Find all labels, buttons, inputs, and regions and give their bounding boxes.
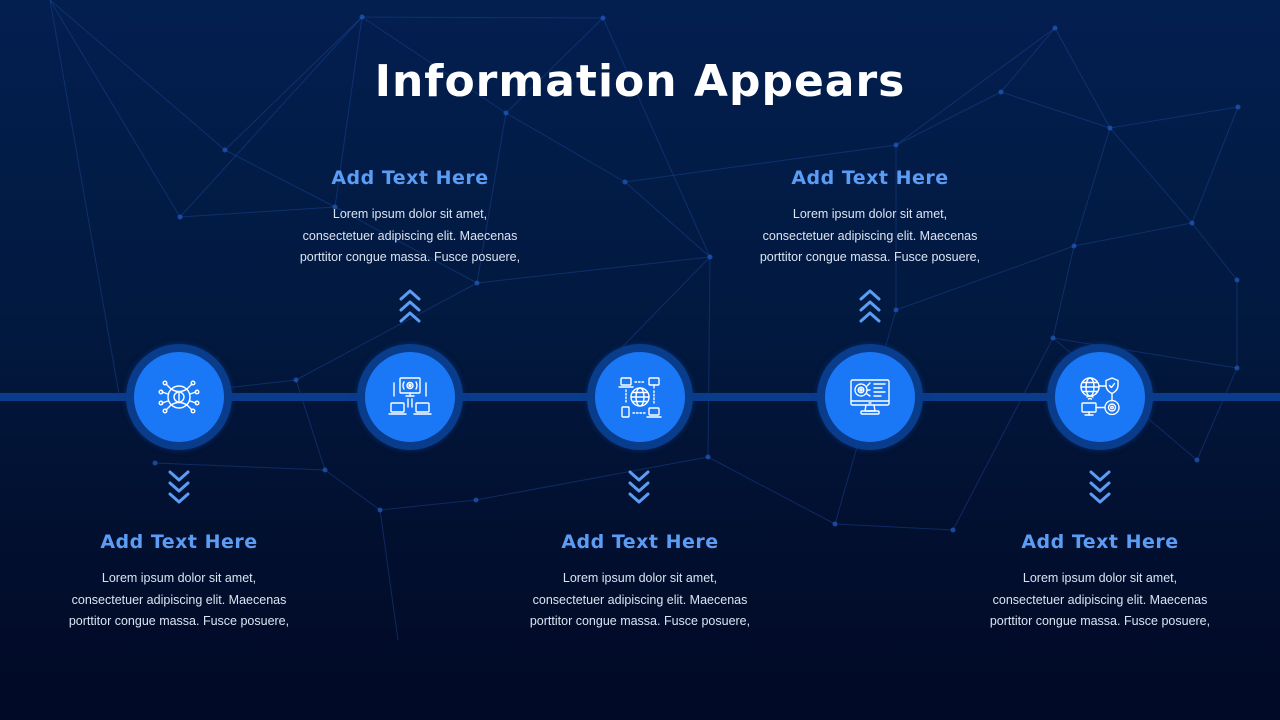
step-heading: Add Text Here xyxy=(561,531,719,553)
step-description: Lorem ipsum dolor sit amet, consectetuer… xyxy=(989,571,1211,628)
node-fill xyxy=(1055,352,1145,442)
monitor-gear-dashboard-icon xyxy=(850,379,890,415)
chevrons-down-icon xyxy=(168,470,190,504)
timeline-node-5 xyxy=(1047,344,1153,450)
monitor-settings-laptops-icon xyxy=(388,377,432,415)
node-fill xyxy=(825,352,915,442)
step-card-3: Add Text Here Lorem ipsum dolor sit amet… xyxy=(500,530,780,633)
step-card-5: Add Text Here Lorem ipsum dolor sit amet… xyxy=(960,530,1240,633)
step-card-1: Add Text Here Lorem ipsum dolor sit amet… xyxy=(39,530,319,633)
step-heading: Add Text Here xyxy=(1021,531,1179,553)
chevrons-down-icon xyxy=(1089,470,1111,504)
step-description: Lorem ipsum dolor sit amet, consectetuer… xyxy=(299,207,521,264)
step-heading: Add Text Here xyxy=(100,531,258,553)
step-heading: Add Text Here xyxy=(791,167,949,189)
timeline-node-1 xyxy=(126,344,232,450)
globe-devices-network-icon xyxy=(618,377,662,418)
step-heading: Add Text Here xyxy=(331,167,489,189)
timeline-node-2 xyxy=(357,344,463,450)
step-description: Lorem ipsum dolor sit amet, consectetuer… xyxy=(68,571,290,628)
step-card-2: Add Text Here Lorem ipsum dolor sit amet… xyxy=(270,166,550,269)
step-card-4: Add Text Here Lorem ipsum dolor sit amet… xyxy=(730,166,1010,269)
node-fill xyxy=(595,352,685,442)
chevrons-up-icon xyxy=(399,289,421,323)
global-gear-network-icon xyxy=(158,380,200,414)
slide-title: Information Appears xyxy=(374,56,906,107)
node-fill xyxy=(134,352,224,442)
chevrons-down-icon xyxy=(628,470,650,504)
node-fill xyxy=(365,352,455,442)
timeline-node-4 xyxy=(817,344,923,450)
timeline-node-3 xyxy=(587,344,693,450)
globe-shield-computer-gear-icon xyxy=(1080,377,1120,416)
chevrons-up-icon xyxy=(859,289,881,323)
step-description: Lorem ipsum dolor sit amet, consectetuer… xyxy=(529,571,751,628)
step-description: Lorem ipsum dolor sit amet, consectetuer… xyxy=(759,207,981,264)
